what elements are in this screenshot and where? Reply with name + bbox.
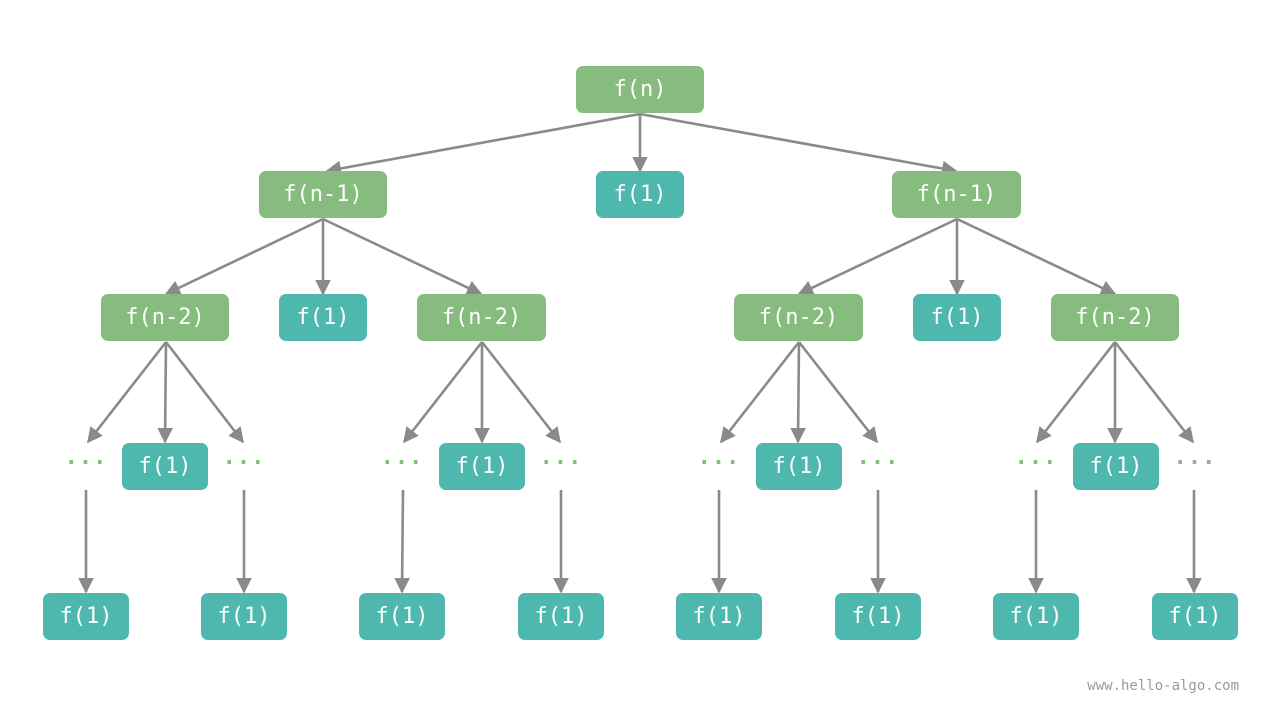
ellipsis-f-right: ··· bbox=[1173, 451, 1217, 476]
node-l2-f: f(n-2) bbox=[1051, 294, 1179, 341]
node-l3-a: f(1) bbox=[122, 443, 208, 490]
ellipsis-c-right: ··· bbox=[539, 451, 583, 476]
node-l4-7: f(1) bbox=[993, 593, 1079, 640]
node-l4-6: f(1) bbox=[835, 593, 921, 640]
edge-arrow-19 bbox=[1035, 341, 1117, 444]
node-l3-f: f(1) bbox=[1073, 443, 1159, 490]
edge-arrow-13 bbox=[402, 341, 484, 444]
node-l2-b: f(1) bbox=[279, 294, 367, 341]
node-l2-a: f(n-2) bbox=[101, 294, 229, 341]
edge-arrow-9 bbox=[956, 217, 1117, 296]
edge-arrow-6 bbox=[322, 217, 483, 296]
node-root: f(n) bbox=[576, 66, 704, 113]
ellipsis-a-right: ··· bbox=[222, 451, 266, 476]
node-l2-c: f(n-2) bbox=[417, 294, 546, 341]
watermark: www.hello-algo.com bbox=[1087, 678, 1239, 694]
edge-arrow-11 bbox=[157, 341, 173, 444]
ellipsis-f-left: ··· bbox=[1014, 451, 1058, 476]
node-l3-c: f(1) bbox=[439, 443, 525, 490]
edge-arrow-3 bbox=[639, 112, 958, 177]
node-l1-left: f(n-1) bbox=[259, 171, 387, 218]
node-l4-8: f(1) bbox=[1152, 593, 1238, 640]
ellipsis-c-left: ··· bbox=[380, 451, 424, 476]
edge-arrow-15 bbox=[480, 341, 562, 444]
node-l1-right: f(n-1) bbox=[892, 171, 1021, 218]
node-l4-4: f(1) bbox=[518, 593, 604, 640]
node-l2-e: f(1) bbox=[913, 294, 1001, 341]
node-l2-d: f(n-2) bbox=[734, 294, 863, 341]
node-l1-mid: f(1) bbox=[596, 171, 684, 218]
edge-arrow-7 bbox=[797, 217, 958, 296]
edge-arrow-1 bbox=[325, 112, 641, 177]
node-l4-2: f(1) bbox=[201, 593, 287, 640]
ellipsis-d-left: ··· bbox=[697, 451, 741, 476]
edge-arrow-16 bbox=[719, 341, 801, 444]
ellipsis-d-right: ··· bbox=[856, 451, 900, 476]
edge-arrow-24 bbox=[394, 489, 410, 594]
node-l4-5: f(1) bbox=[676, 593, 762, 640]
node-l3-d: f(1) bbox=[756, 443, 842, 490]
ellipsis-a-left: ··· bbox=[64, 451, 108, 476]
edge-arrow-21 bbox=[1113, 341, 1195, 444]
node-l4-1: f(1) bbox=[43, 593, 129, 640]
node-l4-3: f(1) bbox=[359, 593, 445, 640]
edge-arrow-10 bbox=[86, 341, 168, 444]
edge-arrow-18 bbox=[797, 341, 879, 444]
edge-arrow-17 bbox=[790, 341, 806, 444]
edge-arrow-4 bbox=[164, 217, 324, 296]
edge-arrow-12 bbox=[164, 341, 245, 444]
